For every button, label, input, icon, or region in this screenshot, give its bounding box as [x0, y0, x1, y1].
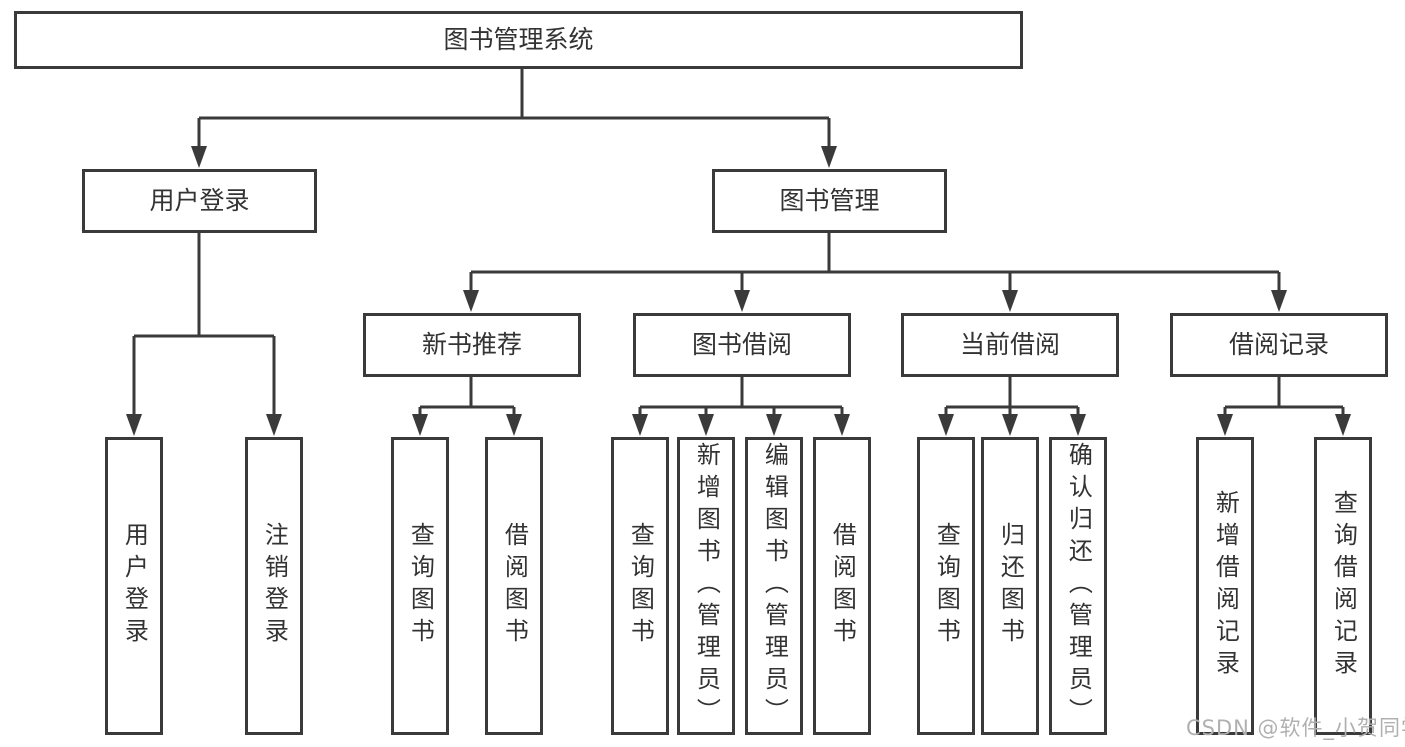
- leaf-records-query-borrow-record: 查询借阅记录: [1314, 437, 1372, 735]
- node-book-management: 图书管理: [712, 169, 947, 233]
- leaf-current-query-books: 查询图书: [917, 437, 975, 735]
- arrowheads: [126, 146, 1351, 436]
- node-book-borrowing: 图书借阅: [633, 313, 851, 377]
- leaf-borrow-borrow-books: 借阅图书: [813, 437, 871, 735]
- leaf-newbook-query-books: 查询图书: [391, 437, 449, 735]
- leaf-current-return-books: 归还图书: [981, 437, 1039, 735]
- leaf-borrow-add-books-admin: 新增图书（管理员）: [677, 437, 735, 735]
- node-new-book-recommend: 新书推荐: [363, 313, 581, 377]
- csdn-watermark: CSDN @软件_小贺同学: [1186, 716, 1405, 740]
- node-current-borrowing: 当前借阅: [901, 313, 1119, 377]
- node-root-system: 图书管理系统: [14, 11, 1023, 69]
- leaf-logout-login: 注销登录: [245, 437, 303, 735]
- leaf-borrow-edit-books-admin: 编辑图书（管理员）: [745, 437, 803, 735]
- node-user-login: 用户登录: [82, 169, 317, 233]
- connector-paths: [132, 68, 1345, 418]
- leaf-borrow-query-books: 查询图书: [611, 437, 669, 735]
- leaf-records-add-borrow-record: 新增借阅记录: [1196, 437, 1254, 735]
- node-borrow-records: 借阅记录: [1170, 313, 1388, 377]
- leaf-newbook-borrow-books: 借阅图书: [485, 437, 543, 735]
- leaf-user-login: 用户登录: [105, 437, 163, 735]
- leaf-current-confirm-return-admin: 确认归还（管理员）: [1049, 437, 1107, 735]
